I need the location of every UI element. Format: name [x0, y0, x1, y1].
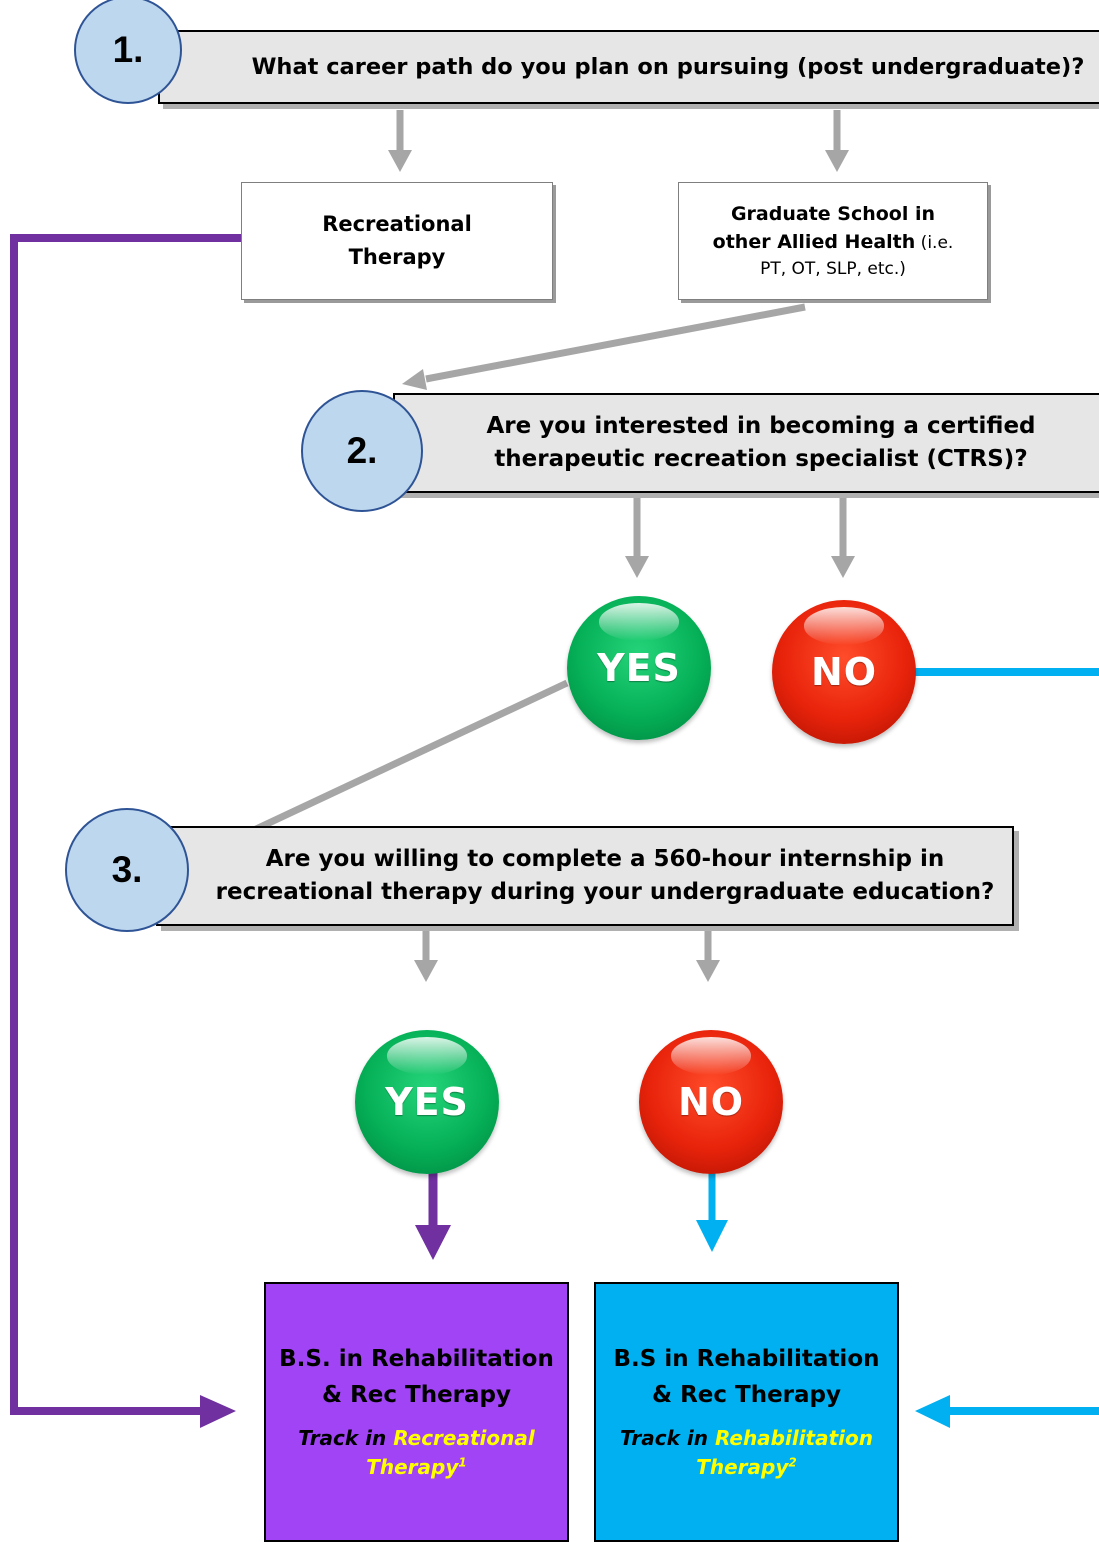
result-1-track: Track in Recreational Therapy1 — [298, 1424, 534, 1482]
option-recreational-therapy: Recreational Therapy — [241, 182, 553, 300]
option-grad-line3: PT, OT, SLP, etc.) — [760, 258, 906, 279]
result-1-title-line1: B.S. in Rehabilitation — [279, 1346, 554, 1373]
yes-shine — [598, 603, 680, 641]
arrowhead — [414, 960, 438, 982]
arrow-grad-school-to-q2 — [425, 303, 806, 383]
step-2-number: 2. — [346, 430, 378, 471]
step-2-circle: 2. — [301, 390, 423, 512]
question-2-line1: Are you interested in becoming a certifi… — [486, 412, 1036, 439]
result-1-track-highlight: Recreational — [393, 1425, 535, 1450]
step-1-number: 1. — [112, 29, 144, 70]
question-3-line2: recreational therapy during your undergr… — [215, 879, 995, 905]
result-2-track-highlight: Rehabilitation — [714, 1425, 874, 1450]
arrowhead — [402, 369, 427, 390]
yes-button-q3: YES — [355, 1030, 499, 1174]
result-2-track-prefix: Track in — [619, 1425, 715, 1450]
option-grad-line2: other Allied Health (i.e. — [713, 228, 954, 257]
question-1-bar: What career path do you plan on pursuing… — [158, 30, 1099, 104]
result-1-track-prefix: Track in — [298, 1425, 394, 1450]
result-2-track-highlight-2: Therapy — [696, 1454, 789, 1479]
arrowhead — [831, 556, 855, 578]
result-2-title-line1: B.S in Rehabilitation — [613, 1346, 880, 1373]
arrowhead — [415, 1225, 451, 1260]
arrowhead — [696, 1220, 728, 1252]
no-label-q2: NO — [810, 650, 878, 694]
option-grad-line1: Graduate School in — [730, 202, 936, 225]
yes-label-q2: YES — [597, 646, 681, 690]
result-2-title-line2: & Rec Therapy — [652, 1382, 841, 1408]
question-3-bar: Are you willing to complete a 560-hour i… — [156, 826, 1014, 926]
no-shine — [670, 1037, 752, 1075]
option-graduate-school: Graduate School in other Allied Health (… — [678, 182, 988, 300]
question-3-line1: Are you willing to complete a 560-hour i… — [265, 845, 945, 872]
option-rec-line1: Recreational — [322, 212, 472, 237]
result-2-footnote: 2 — [788, 1454, 797, 1469]
option-grad-bold: other Allied Health — [712, 231, 916, 254]
yes-label-q3: YES — [385, 1080, 469, 1124]
arrowhead — [625, 556, 649, 578]
step-3-number: 3. — [111, 849, 143, 890]
question-2-line2: therapeutic recreation specialist (CTRS)… — [494, 446, 1028, 472]
step-1-circle: 1. — [74, 0, 182, 104]
result-1-track-highlight-2: Therapy — [366, 1454, 459, 1479]
option-rec-line2: Therapy — [348, 245, 446, 269]
question-1-text: What career path do you plan on pursuing… — [251, 53, 1085, 80]
result-2-track: Track in Rehabilitation Therapy2 — [620, 1424, 873, 1482]
question-2-text: Are you interested in becoming a certifi… — [486, 410, 1035, 477]
arrowhead — [696, 960, 720, 982]
question-3-text: Are you willing to complete a 560-hour i… — [216, 843, 995, 910]
no-button-q3: NO — [639, 1030, 783, 1174]
yes-button-q2: YES — [567, 596, 711, 740]
no-shine — [803, 607, 885, 645]
result-rehabilitation-therapy-track: B.S in Rehabilitation & Rec Therapy Trac… — [594, 1282, 899, 1542]
no-button-q2: NO — [772, 600, 916, 744]
no-label-q3: NO — [677, 1080, 745, 1124]
step-3-circle: 3. — [65, 808, 189, 932]
arrowhead — [200, 1395, 236, 1428]
yes-shine — [386, 1037, 468, 1075]
arrowhead — [825, 150, 849, 172]
arrowhead — [915, 1395, 950, 1428]
arrowhead — [388, 150, 412, 172]
result-recreational-therapy-track: B.S. in Rehabilitation & Rec Therapy Tra… — [264, 1282, 569, 1542]
result-1-title-line2: & Rec Therapy — [322, 1382, 511, 1408]
result-1-footnote: 1 — [458, 1454, 467, 1469]
purple-path-rec-therapy-to-result — [10, 234, 241, 1415]
option-grad-normal: (i.e. — [915, 233, 954, 254]
question-2-bar: Are you interested in becoming a certifi… — [393, 393, 1099, 493]
